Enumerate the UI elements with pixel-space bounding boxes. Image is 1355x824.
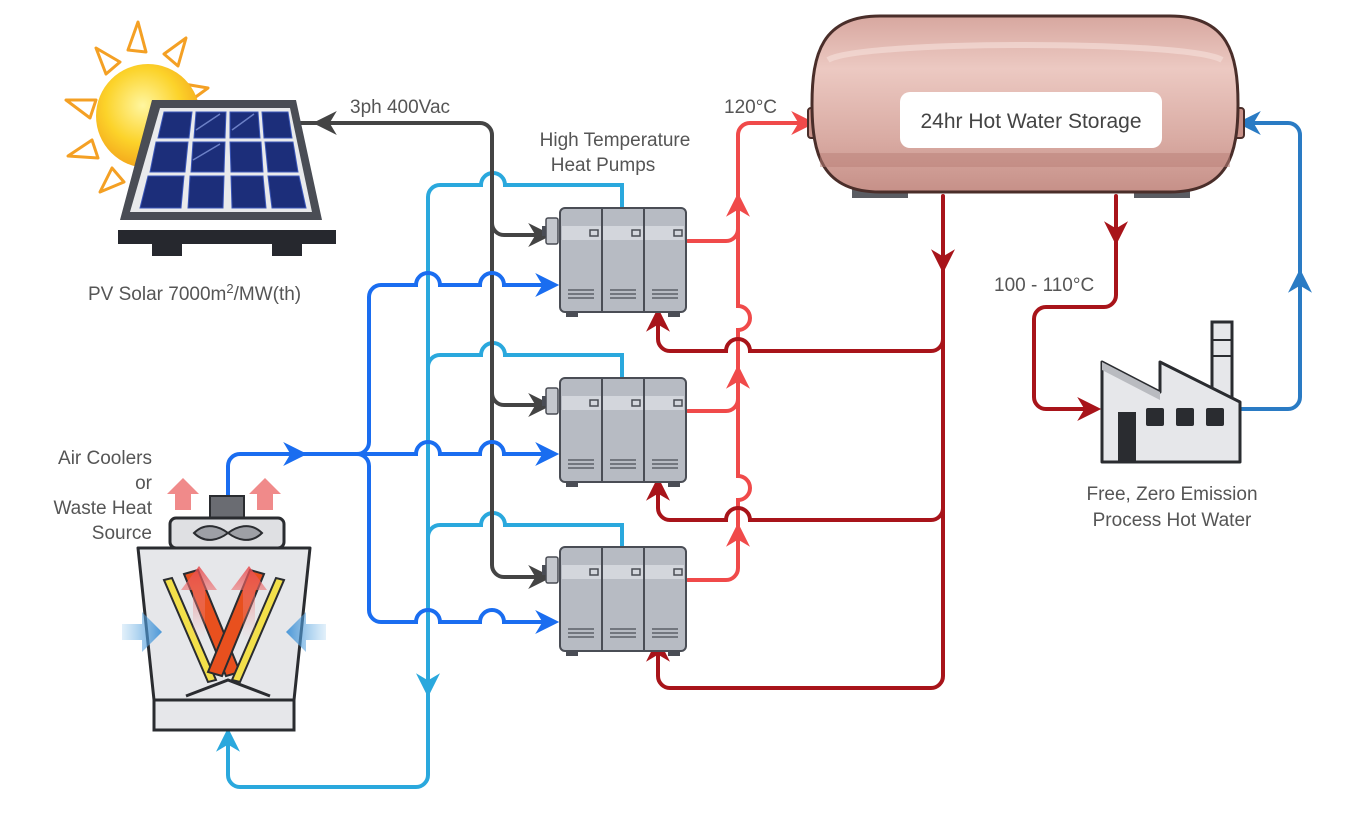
solar-panel-icon — [118, 100, 336, 256]
factory-label-line2: Process Hot Water — [1093, 510, 1252, 531]
hot-return-pipes — [646, 194, 1128, 690]
cooler-label-line4: Source — [92, 523, 152, 544]
heat-pumps-label-line2: Heat Pumps — [551, 155, 656, 176]
heat-pumps-label-line1: High Temperature — [540, 130, 691, 151]
factory-icon — [1100, 320, 1242, 464]
power-lines — [298, 111, 553, 589]
heat-pump-icon — [541, 207, 687, 318]
storage-label: 24hr Hot Water Storage — [921, 110, 1142, 133]
cooler-label-line3: Waste Heat — [53, 498, 152, 519]
factory-label-line1: Free, Zero Emission — [1086, 484, 1257, 505]
cooler-label-line2: or — [135, 473, 153, 494]
output-temperature-label: 120°C — [724, 97, 777, 118]
air-cooler-icon — [122, 478, 326, 732]
pv-solar-label: PV Solar 7000m2/MW(th) — [88, 281, 301, 305]
heat-pump-icon — [541, 546, 687, 657]
cool-return-pipes — [216, 171, 624, 789]
hot-output-pipes — [686, 111, 816, 582]
storage-tank-icon: 24hr Hot Water Storage — [807, 14, 1245, 198]
power-supply-label: 3ph 400Vac — [350, 97, 450, 118]
heat-pump-icon — [541, 377, 687, 488]
process-return-pipes — [1236, 111, 1312, 411]
cold-supply-pipes — [226, 271, 560, 634]
process-temperature-label: 100 - 110°C — [994, 275, 1094, 296]
cooler-label-line1: Air Coolers — [58, 448, 152, 469]
